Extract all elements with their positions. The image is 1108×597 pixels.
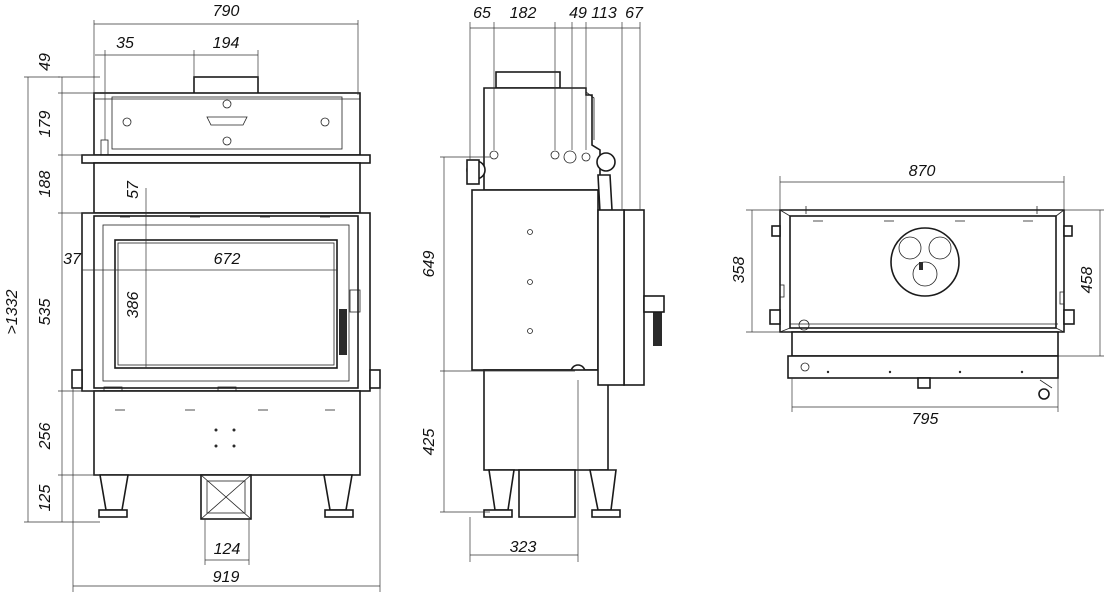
dim-front-height-5: 256 [37, 423, 54, 451]
dim-front-side-offset: 37 [63, 251, 82, 268]
dim-side-e: 67 [625, 5, 644, 22]
dim-front-total-height: >1332 [4, 289, 21, 334]
dim-front-glass-width: 672 [214, 251, 241, 268]
dim-top-width-bottom: 795 [912, 411, 939, 428]
dim-side-height-lower: 425 [421, 429, 438, 456]
dim-side-b: 182 [510, 5, 537, 22]
dim-front-collar-width: 194 [213, 35, 240, 52]
dim-top-depth-left: 358 [731, 257, 748, 284]
dim-side-a: 65 [473, 5, 491, 22]
side-view: 65 182 49 113 67 649 425 323 [421, 5, 665, 562]
dim-front-width-bottom: 919 [213, 569, 240, 586]
dim-front-height-3: 188 [37, 171, 54, 198]
top-view: 870 358 458 795 [731, 163, 1104, 428]
dim-front-glass-offset: 57 [125, 180, 142, 199]
dim-side-c: 49 [569, 5, 587, 22]
dim-side-height-upper: 649 [421, 251, 438, 278]
dim-front-height-1: 49 [37, 53, 54, 71]
dim-side-depth-bottom: 323 [510, 539, 537, 556]
dim-top-width-top: 870 [909, 163, 936, 180]
front-view: 790 35 194 49 179 188 57 37 672 386 535 … [4, 3, 381, 592]
dim-front-leg-height: 125 [37, 485, 54, 512]
dim-front-glass-height: 386 [125, 292, 142, 319]
dim-front-offset: 35 [116, 35, 134, 52]
dim-front-height-2: 179 [37, 111, 54, 138]
dim-top-depth-right: 458 [1079, 267, 1096, 294]
dim-side-d: 113 [591, 5, 617, 22]
dim-front-air-inlet: 124 [214, 541, 241, 558]
dim-front-height-4: 535 [37, 299, 54, 326]
dim-front-width-top: 790 [213, 3, 240, 20]
